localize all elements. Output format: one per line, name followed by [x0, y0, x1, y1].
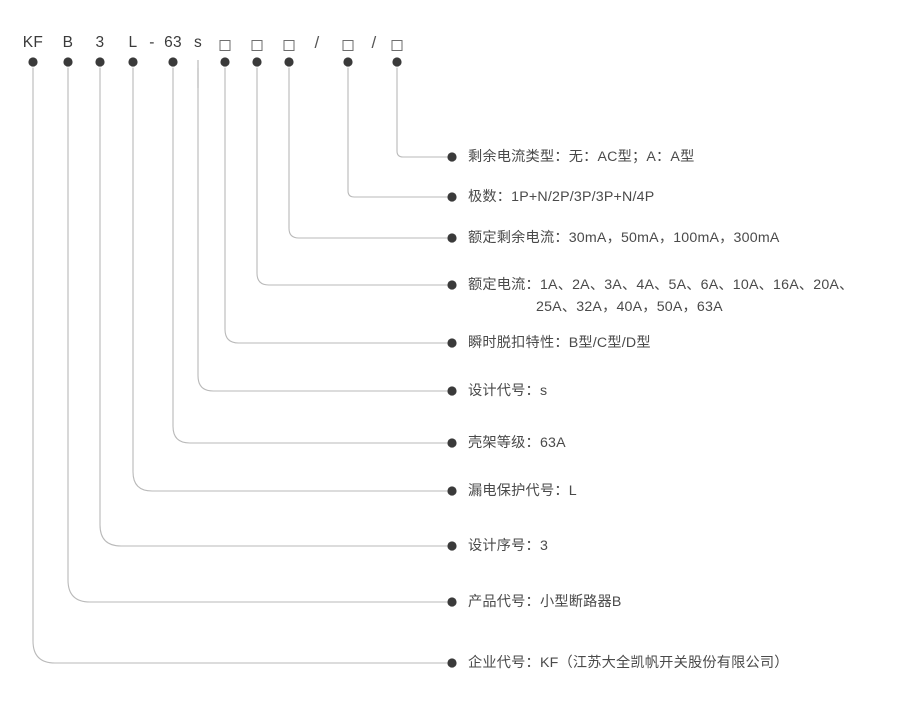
- callout-label-pole-number: 极数：1P+N/2P/3P/3P+N/4P: [468, 186, 654, 208]
- model-code-row: KF B 3 L-63 s / /: [0, 33, 900, 59]
- callout-dot-pole-number: [447, 192, 457, 202]
- callout-text-product-code: 产品代号：小型断路器B: [468, 594, 622, 610]
- callout-label-rated-current: 额定电流：1A、2A、3A、4A、5A、6A、10A、16A、20A、 25A、3…: [468, 274, 853, 318]
- leader-line-rated-current: [256, 67, 448, 286]
- callout-label-frame-rating: 壳架等级：63A: [468, 432, 566, 454]
- placeholder-square-glyph: [391, 39, 403, 51]
- callout-text-earth-leakage-protection-code: 漏电保护代号：L: [468, 483, 577, 499]
- callout-text-rated-residual-current: 额定剩余电流：30mA，50mA，100mA，300mA: [468, 230, 780, 246]
- placeholder-square-glyph: [283, 39, 295, 51]
- callout-text-rated-current-line2: 25A、32A，40A，50A，63A: [536, 299, 723, 315]
- callout-label-product-code: 产品代号：小型断路器B: [468, 591, 622, 613]
- code-dots: [28, 57, 402, 67]
- callout-label-residual-current-type: 剩余电流类型：无：AC型；A：A型: [468, 146, 694, 168]
- model-code-dot: [168, 57, 178, 67]
- callout-text-enterprise-code: 企业代号：KF（江苏大全凯帆开关股份有限公司）: [468, 655, 789, 671]
- callout-label-design-code: 设计代号：s: [468, 380, 547, 402]
- model-code-dot: [252, 57, 262, 67]
- leader-line-frame-rating: [172, 67, 448, 444]
- callout-dot-design-code: [447, 386, 457, 396]
- model-code-dot: [392, 57, 402, 67]
- model-code-token: 63: [164, 34, 182, 51]
- leader-line-enterprise-code: [32, 67, 448, 664]
- model-code-token: KF: [22, 34, 44, 51]
- model-code-token: B: [62, 34, 74, 51]
- model-code-token: 3: [95, 34, 105, 51]
- callout-text-instantaneous-trip-characteristic: 瞬时脱扣特性：B型/C型/D型: [468, 335, 651, 351]
- callout-dot-residual-current-type: [447, 152, 457, 162]
- callout-label-design-serial-number: 设计序号：3: [468, 535, 548, 557]
- leader-line-product-code: [67, 67, 448, 603]
- callout-label-enterprise-code: 企业代号：KF（江苏大全凯帆开关股份有限公司）: [468, 652, 789, 674]
- model-code-token: /: [371, 33, 377, 52]
- model-code-token: s: [193, 34, 203, 51]
- placeholder-square-glyph: [219, 39, 231, 51]
- callout-dot-frame-rating: [447, 438, 457, 448]
- callout-text-rated-current: 额定电流：1A、2A、3A、4A、5A、6A、10A、16A、20A、: [468, 277, 854, 293]
- callout-label-instantaneous-trip-characteristic: 瞬时脱扣特性：B型/C型/D型: [468, 332, 651, 354]
- leader-line-earth-leakage-protection-code: [132, 67, 448, 492]
- callout-dot-instantaneous-trip-characteristic: [447, 338, 457, 348]
- callout-dot-earth-leakage-protection-code: [447, 486, 457, 496]
- callout-dot-product-code: [447, 597, 457, 607]
- model-code-dot: [220, 57, 230, 67]
- leader-line-design-code: [197, 67, 448, 392]
- model-code-placeholder-square: [219, 33, 231, 53]
- model-code-dot: [128, 57, 138, 67]
- callout-dot-design-serial-number: [447, 541, 457, 551]
- callout-text-design-serial-number: 设计序号：3: [468, 538, 549, 554]
- callout-dot-rated-residual-current: [447, 233, 457, 243]
- model-code-placeholder-square: [251, 33, 263, 53]
- model-code-dot: [95, 57, 105, 67]
- leader-line-residual-current-type: [396, 67, 448, 158]
- callout-dot-rated-current: [447, 280, 457, 290]
- callout-text-design-code: 设计代号：s: [468, 383, 548, 399]
- leader-line-design-serial-number: [99, 67, 448, 547]
- placeholder-square-glyph: [342, 39, 354, 51]
- model-code-dot: [28, 57, 38, 67]
- model-code-token: -: [149, 34, 155, 51]
- model-code-placeholder-square: [391, 33, 403, 53]
- leader-lines: [32, 67, 448, 664]
- label-dots: [447, 152, 457, 668]
- callout-dot-enterprise-code: [447, 658, 457, 668]
- callout-text-frame-rating: 壳架等级：63A: [468, 435, 566, 451]
- callout-label-earth-leakage-protection-code: 漏电保护代号：L: [468, 480, 577, 502]
- callout-label-rated-residual-current: 额定剩余电流：30mA，50mA，100mA，300mA: [468, 227, 780, 249]
- leader-line-rated-residual-current: [288, 67, 448, 239]
- placeholder-square-glyph: [251, 39, 263, 51]
- model-code-dot: [343, 57, 353, 67]
- callout-text-residual-current-type: 剩余电流类型：无：AC型；A：A型: [468, 149, 695, 165]
- model-code-dot: [284, 57, 294, 67]
- model-code-token: /: [314, 33, 320, 52]
- model-code-token: L: [128, 34, 138, 51]
- callout-text-pole-number: 极数：1P+N/2P/3P/3P+N/4P: [468, 189, 655, 205]
- leader-line-pole-number: [347, 67, 448, 198]
- model-code-placeholder-square: [342, 33, 354, 53]
- leader-line-instantaneous-trip-characteristic: [224, 67, 448, 344]
- model-code-placeholder-square: [283, 33, 295, 53]
- model-code-dot: [63, 57, 73, 67]
